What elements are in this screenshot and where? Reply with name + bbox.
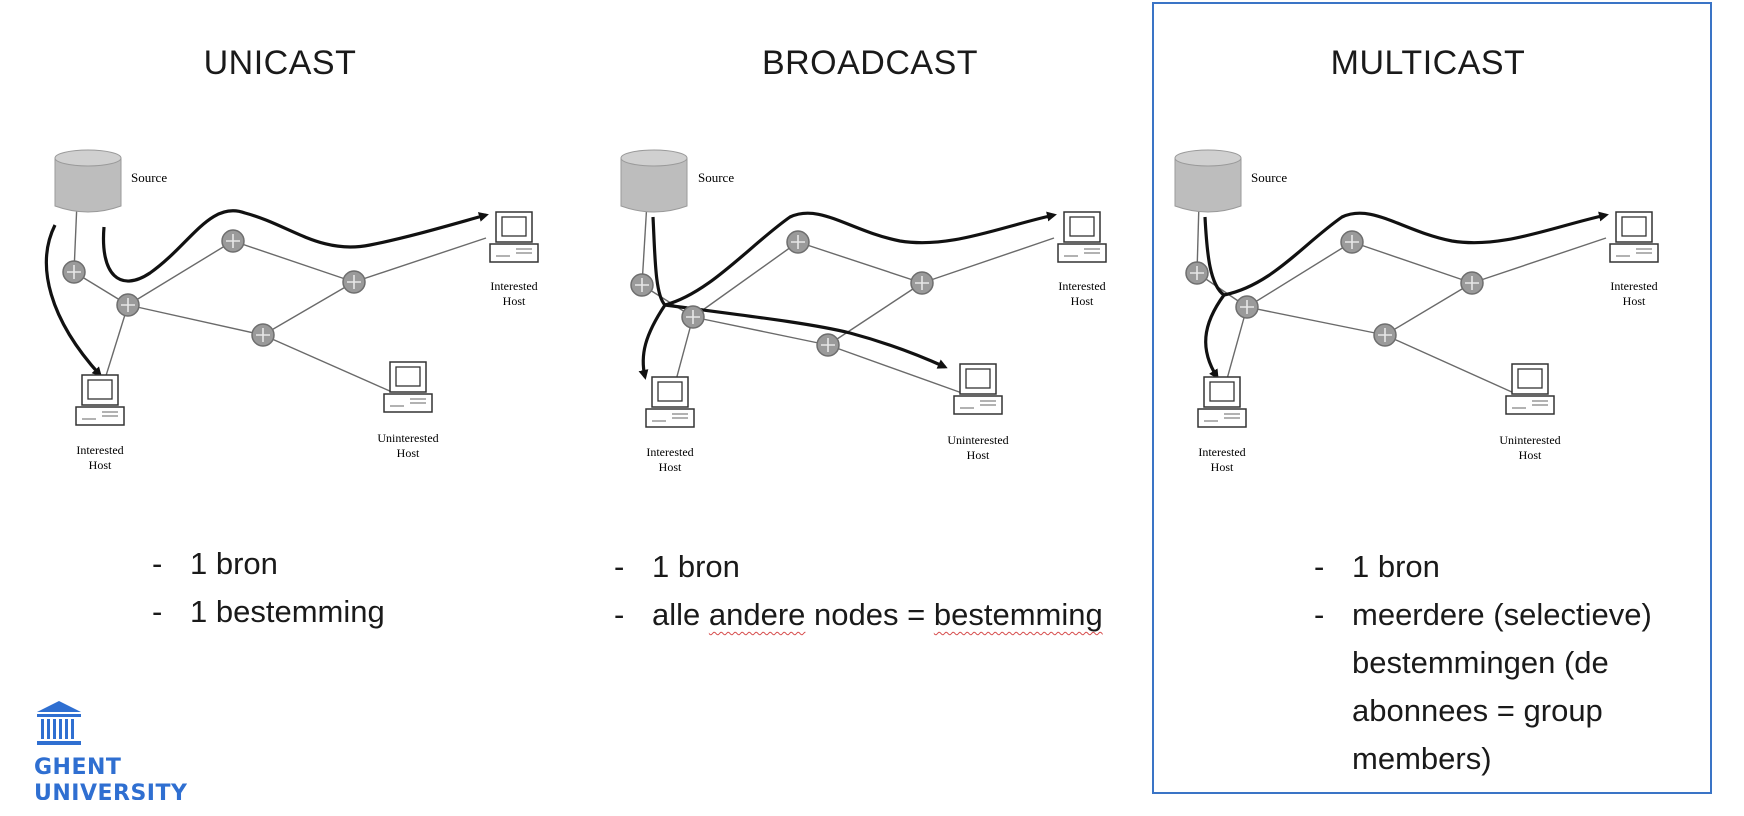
source-label: Source	[1251, 170, 1287, 185]
multicast-bullets: 1 bron meerdere (selectieve) bestemminge…	[1314, 543, 1684, 783]
panel-title: UNICAST	[203, 44, 357, 82]
bullet-text: alle	[652, 597, 701, 632]
broadcast-bullets: 1 bron alle andere nodes = bestemming	[614, 543, 1103, 639]
source-icon	[1174, 149, 1242, 213]
panel-title: BROADCAST	[761, 44, 979, 82]
bullet-text: nodes =	[814, 597, 926, 632]
computer-icon	[1505, 363, 1555, 415]
computer-icon	[383, 361, 433, 413]
bullet-item: 1 bron	[1314, 543, 1684, 591]
unicast-bullets: 1 bron 1 bestemming	[152, 540, 385, 636]
spellcheck-flagged-word: andere	[708, 597, 806, 632]
source-icon	[54, 149, 122, 213]
computer-icon	[75, 374, 125, 426]
university-building-icon	[37, 701, 81, 745]
computer-icon	[1057, 211, 1107, 263]
highlight-frame	[1152, 2, 1712, 794]
computer-icon	[645, 376, 695, 428]
bullet-item: 1 bestemming	[152, 588, 385, 636]
logo-text-university: UNIVERSITY	[34, 782, 188, 800]
source-icon	[620, 149, 688, 213]
bullet-item: 1 bron	[614, 543, 1103, 591]
ghent-university-logo: GHENT UNIVERSITY	[34, 698, 187, 802]
multicast-panel: MULTICAST	[1152, 0, 1712, 816]
unicast-panel: UNICAST	[0, 0, 560, 816]
broadcast-panel: BROADCAST	[570, 0, 1170, 816]
logo-text-ghent: GHENT	[34, 755, 122, 780]
computer-icon	[1609, 211, 1659, 263]
computer-icon	[953, 363, 1003, 415]
spellcheck-flagged-word: bestemming	[933, 597, 1103, 632]
computer-icon	[489, 211, 539, 263]
bullet-item: meerdere (selectieve) bestemmingen (de a…	[1314, 591, 1684, 783]
bullet-item: alle andere nodes = bestemming	[614, 591, 1103, 639]
source-label: Source	[131, 170, 167, 185]
bullet-item: 1 bron	[152, 540, 385, 588]
source-label: Source	[698, 170, 734, 185]
computer-icon	[1197, 376, 1247, 428]
panel-title: MULTICAST	[1330, 44, 1526, 82]
